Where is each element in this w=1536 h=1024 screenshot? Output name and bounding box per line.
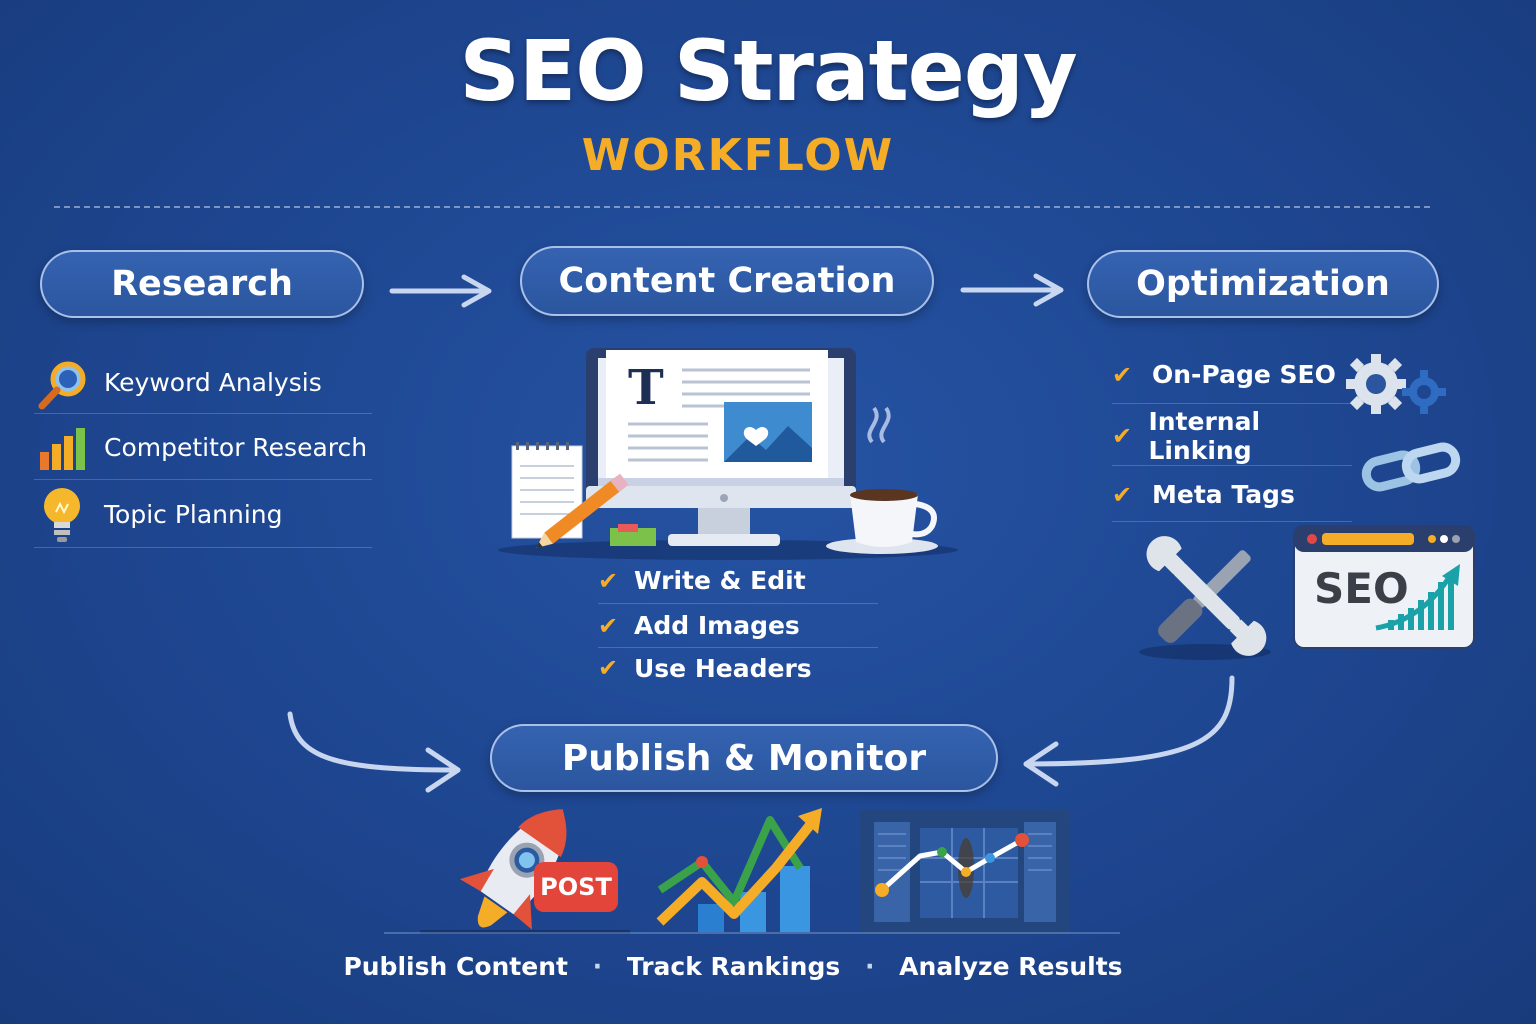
stage-content-creation: Content Creation [520,246,934,316]
action-publish-content: Publish Content [343,952,568,981]
content-item-write-edit: ✔ Write & Edit [598,558,878,604]
lightbulb-icon [44,487,80,542]
content-item-add-images: ✔ Add Images [598,604,878,648]
seo-badge-text: SEO [1314,564,1409,613]
optimization-item-label: On-Page SEO [1152,360,1336,389]
action-analyze-results: Analyze Results [899,952,1123,981]
content-item-label: Write & Edit [634,566,806,595]
arrow-content-to-optimization [960,273,1064,307]
rocket-icon [420,809,630,934]
content-item-label: Add Images [634,611,800,640]
check-icon: ✔ [1112,480,1133,509]
page-subtitle: WORKFLOW [581,130,895,181]
research-item-keyword-analysis: Keyword Analysis [34,352,372,414]
research-item-topic-planning: Topic Planning [34,482,372,548]
bar-chart-icon [40,427,85,470]
page-title: SEO Strategy [459,22,1077,120]
content-item-use-headers: ✔ Use Headers [598,648,878,688]
arrow-research-to-publish [287,711,461,793]
analytics-dashboard-icon [860,810,1070,934]
chain-link-icon [1361,442,1461,492]
check-icon: ✔ [598,654,619,682]
separator-dot: · [592,952,603,981]
stage-publish-monitor: Publish & Monitor [490,724,998,792]
check-icon: ✔ [598,566,619,595]
wrench-screwdriver-icon [1139,536,1271,660]
growth-chart-icon [656,808,822,932]
optimization-item-on-page-seo: ✔ On-Page SEO [1112,346,1352,404]
stage-research: Research [40,250,364,318]
optimization-item-label: Internal Linking [1148,406,1261,465]
browser-frame-icon [1293,525,1475,649]
content-item-label: Use Headers [634,653,812,683]
action-track-rankings: Track Rankings [626,952,841,981]
arrow-optimization-to-publish [1023,675,1235,787]
optimization-item-internal-linking: ✔ Internal Linking [1112,406,1352,466]
optimization-item-meta-tags: ✔ Meta Tags [1112,468,1352,522]
research-item-label: Topic Planning [104,500,283,529]
separator-dot: · [864,952,875,981]
svg-text:T: T [628,360,664,416]
check-icon: ✔ [1112,421,1133,450]
magnifier-icon [38,361,86,409]
research-item-competitor-research: Competitor Research [34,416,372,480]
check-icon: ✔ [1112,360,1133,389]
post-badge: POST [534,862,618,912]
stage-optimization: Optimization [1087,250,1439,318]
check-icon: ✔ [598,611,619,640]
seo-browser-window: SEO [1292,524,1476,650]
post-badge-text: POST [540,873,612,901]
publish-actions: Publish Content · Track Rankings · Analy… [0,952,1466,981]
optimization-item-label: Meta Tags [1152,480,1295,509]
publish-baseline [384,932,1120,934]
gear-icon [1346,354,1446,414]
computer-desk-icon: T [498,348,958,560]
header-divider [54,206,1430,208]
research-item-label: Keyword Analysis [104,368,322,397]
arrow-research-to-content [389,274,492,308]
research-item-label: Competitor Research [104,433,368,462]
